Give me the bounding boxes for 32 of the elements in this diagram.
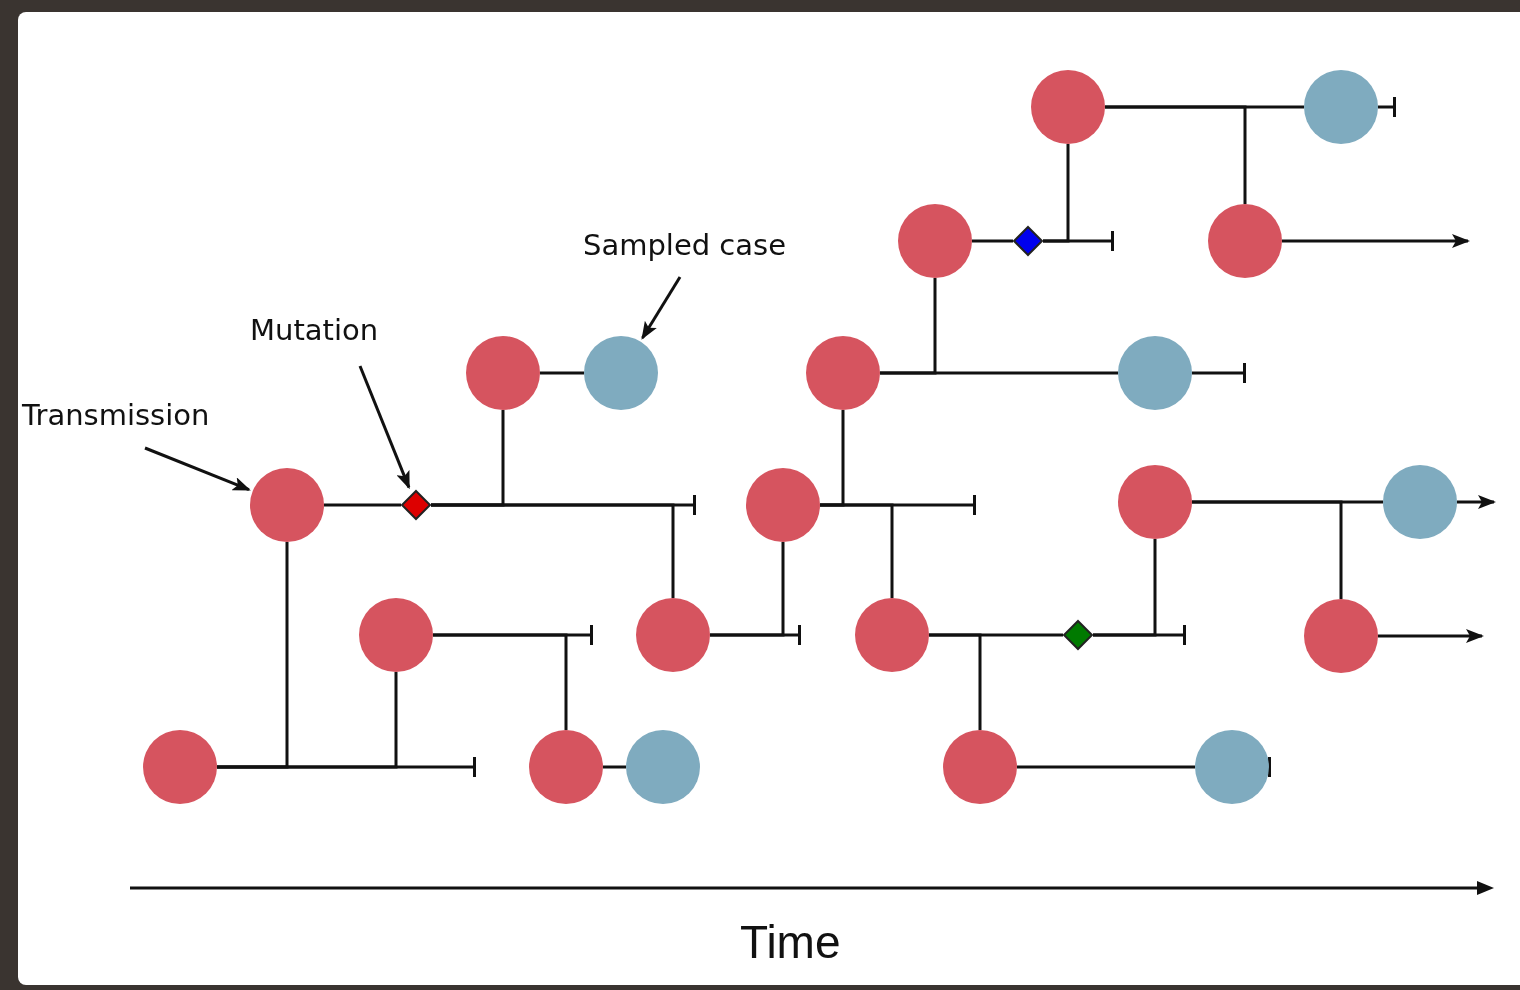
mutation-diamond (1013, 226, 1043, 256)
axis-label: Time (740, 915, 841, 970)
mutation-diamond (1063, 620, 1093, 650)
lineage-line (1043, 144, 1070, 243)
callout-label: Transmission (22, 398, 210, 433)
lineage-line (1192, 500, 1343, 599)
lineage-line (433, 625, 593, 645)
lineage-line (929, 633, 982, 730)
lineage-line (324, 503, 401, 507)
lineage-line (603, 765, 626, 769)
leader-arrow (641, 276, 682, 340)
lineage-line (1378, 629, 1484, 643)
lineage-line (1017, 765, 1195, 769)
lineage-line (880, 371, 1118, 375)
leader-arrow (358, 365, 411, 490)
lineage-line (972, 239, 1013, 243)
lineage-line (1378, 97, 1396, 117)
lineage-line (1268, 757, 1271, 777)
lineage-line (1457, 495, 1496, 509)
lineage-line (820, 503, 894, 598)
lineage-line (710, 625, 801, 645)
mutation-diamond (401, 490, 431, 520)
lineage-line (1192, 363, 1246, 383)
leader-arrow (144, 446, 251, 492)
lineage-line (1105, 105, 1247, 204)
lineage-line (431, 503, 675, 598)
callout-label: Sampled case (583, 228, 787, 263)
lineage-line (540, 371, 584, 375)
lineage-line (1282, 234, 1470, 248)
lineage-line (217, 757, 476, 777)
lineage-line (1093, 539, 1157, 637)
callout-label: Mutation (250, 313, 379, 348)
